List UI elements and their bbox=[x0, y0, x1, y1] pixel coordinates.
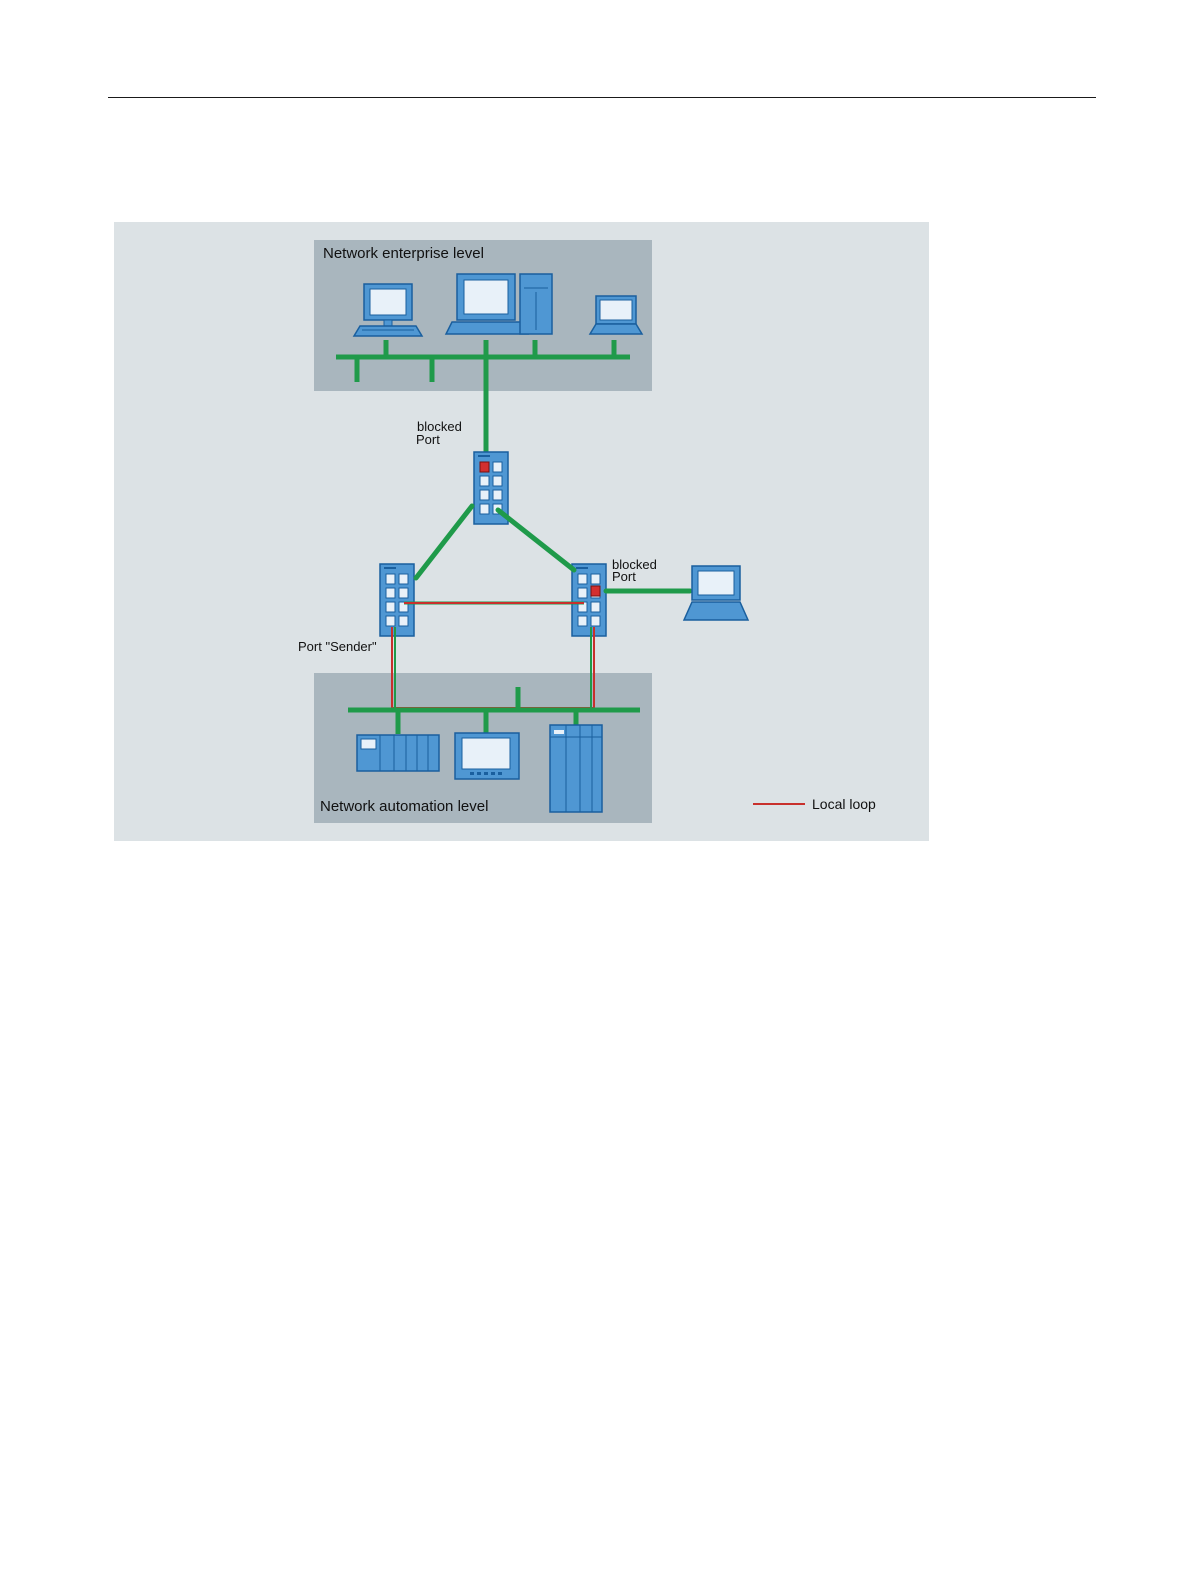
laptop-icon bbox=[590, 296, 642, 334]
blocked-port-top-indicator bbox=[480, 462, 489, 472]
workstation-tower-icon bbox=[446, 274, 552, 334]
legend-local-loop-label: Local loop bbox=[812, 796, 876, 812]
switch-icon bbox=[572, 564, 606, 636]
plc-icon bbox=[357, 735, 439, 771]
desktop-pc-icon bbox=[684, 566, 748, 620]
hmi-panel-icon bbox=[455, 733, 519, 779]
controller-rack-icon bbox=[550, 725, 602, 812]
blocked-port-right-indicator bbox=[591, 586, 600, 596]
switch-icon bbox=[380, 564, 414, 636]
page-top-rule bbox=[108, 97, 1096, 98]
sender-port-label: Port "Sender" bbox=[298, 639, 377, 654]
desktop-pc-icon bbox=[354, 284, 422, 336]
network-diagram: Network enterprise level Network automat… bbox=[114, 222, 929, 841]
enterprise-level-label: Network enterprise level bbox=[323, 245, 484, 262]
automation-level-label: Network automation level bbox=[320, 798, 488, 815]
